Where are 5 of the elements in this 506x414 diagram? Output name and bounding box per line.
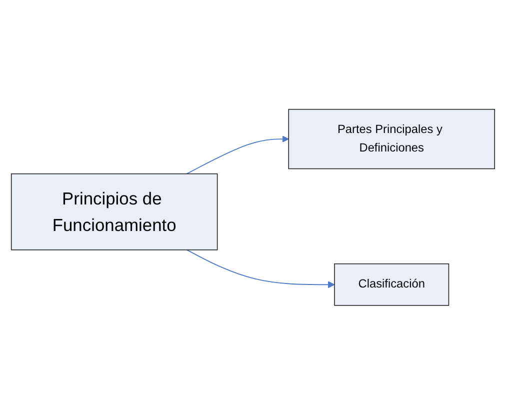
node-box: Partes Principales y Definiciones (288, 108, 496, 169)
node-box: Clasificación (334, 263, 450, 306)
node-box: Principios de Funcionamiento (10, 173, 218, 250)
arrow (186, 249, 335, 288)
arrow (186, 135, 289, 174)
